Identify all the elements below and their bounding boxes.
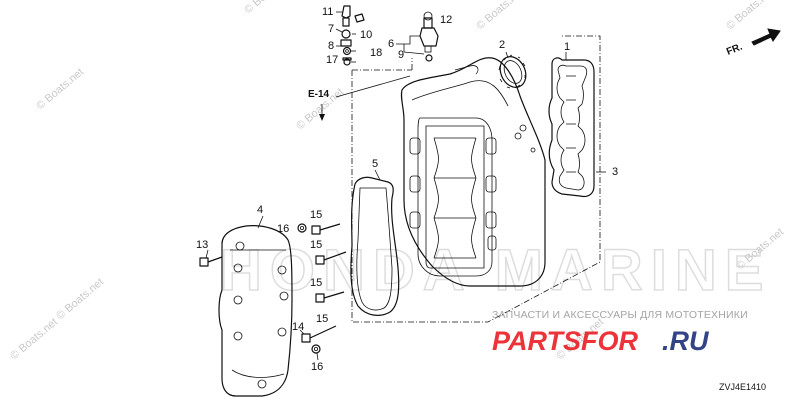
callout-6: 6 xyxy=(388,38,394,50)
callout-5: 5 xyxy=(372,158,378,170)
callout-17: 17 xyxy=(326,54,338,66)
boats-watermark-4: © Boats.net xyxy=(474,0,526,32)
leader-lines xyxy=(205,11,606,361)
bolt-15c xyxy=(315,291,345,303)
bolt-14 xyxy=(301,325,337,343)
boats-watermark-7: © Boats.net xyxy=(54,276,106,322)
nut-16a xyxy=(297,223,307,233)
callout-12: 12 xyxy=(440,14,452,26)
callout-2: 2 xyxy=(499,39,505,51)
callout-1: 1 xyxy=(564,41,570,53)
partsfor-brand-name: PARTSFOR xyxy=(492,326,639,356)
partsfor-banner: ЗАПЧАСТИ И АКСЕССУАРЫ ДЛЯ МОТОТЕХНИКИ xyxy=(492,309,748,321)
callout-15d: 15 xyxy=(316,313,328,325)
partsfor-watermark: ЗАПЧАСТИ И АКСЕССУАРЫ ДЛЯ МОТОТЕХНИКИ PA… xyxy=(492,309,748,356)
partsfor-brand-tld: .RU xyxy=(662,326,710,356)
bolt-15b xyxy=(315,251,347,265)
callout-10: 10 xyxy=(360,29,372,41)
callout-18: 18 xyxy=(370,47,382,59)
callout-15c: 15 xyxy=(310,277,322,289)
callout-16b: 16 xyxy=(311,361,323,373)
boats-watermark-6: © Boats.net xyxy=(34,66,86,112)
intake-manifold-body xyxy=(400,57,546,287)
front-arrow-icon xyxy=(751,28,781,46)
boats-watermark-1: © Boats.net xyxy=(242,0,294,16)
bolts xyxy=(199,223,347,354)
front-direction-arrow: FR. xyxy=(725,28,781,58)
nut-16b xyxy=(311,344,321,354)
callout-16a: 16 xyxy=(277,223,289,235)
callout-3: 3 xyxy=(612,166,618,178)
e14-arrow-icon xyxy=(319,114,325,121)
e14-reference-label: E-14 xyxy=(308,89,330,100)
manifold-gasket xyxy=(350,176,400,316)
boats-watermark-5: © Boats.net xyxy=(724,0,776,32)
callout-9: 9 xyxy=(398,49,404,61)
callout-11: 11 xyxy=(322,6,333,18)
callout-numbers: 1 2 3 4 5 6 7 8 9 10 11 12 13 14 15 15 1… xyxy=(196,6,618,373)
callout-15b: 15 xyxy=(310,239,322,251)
intake-gasket xyxy=(548,57,595,198)
bolt-15a xyxy=(311,223,341,235)
e14-reference: E-14 xyxy=(308,75,411,121)
bolt-13 xyxy=(199,256,223,267)
callout-15a: 15 xyxy=(310,209,322,221)
front-label: FR. xyxy=(725,41,744,57)
cover-plate xyxy=(218,225,293,397)
o-ring xyxy=(498,54,527,89)
sensor-assembly xyxy=(419,11,439,62)
small-fittings xyxy=(340,5,365,66)
callout-13: 13 xyxy=(196,239,208,251)
diagram-code: ZVJ4E1410 xyxy=(719,382,766,392)
callout-8: 8 xyxy=(328,40,334,52)
callout-4: 4 xyxy=(257,204,263,216)
callout-7: 7 xyxy=(328,23,334,35)
callout-14: 14 xyxy=(292,321,304,333)
boats-watermark-2: © Boats.net xyxy=(8,316,60,362)
